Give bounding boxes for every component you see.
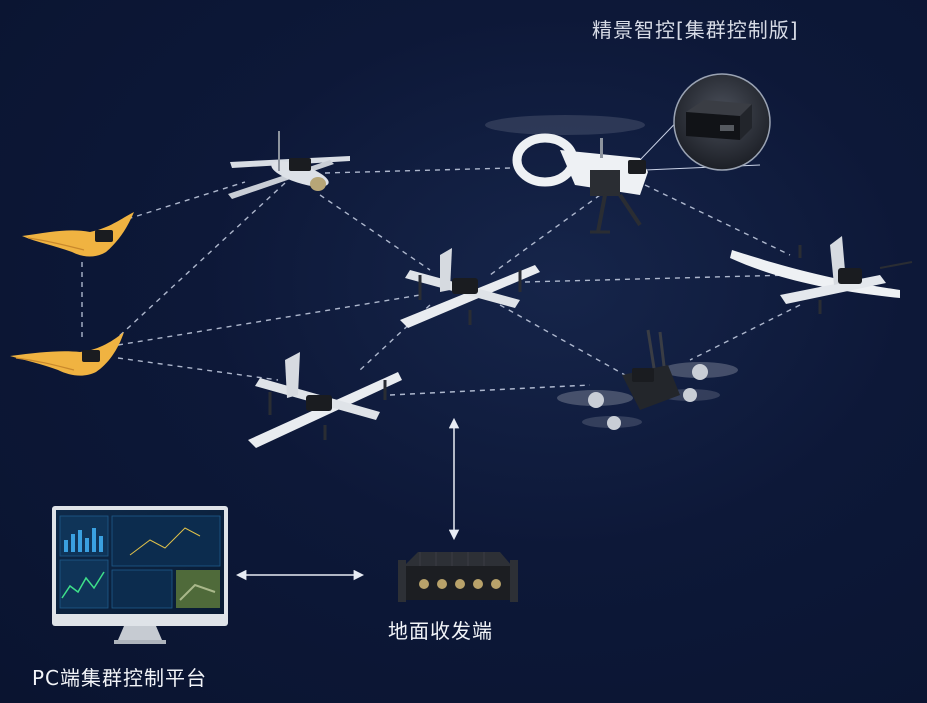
- link-munition-vtolcenter: [319, 194, 431, 271]
- vtol-right-icon: [730, 236, 913, 314]
- link-wingbottom-vtolcenter: [117, 294, 421, 346]
- ground-station-label: 地面收发端: [388, 619, 493, 643]
- flying-wing-bottom-icon: [10, 332, 124, 376]
- flying-wing-top-icon: [22, 212, 134, 257]
- link-wingtop-munition: [117, 181, 246, 223]
- quadcopter-icon: [557, 329, 738, 430]
- link-vtolbottom-quad: [389, 384, 591, 396]
- link-wingbottom-vtolbottom: [117, 357, 279, 381]
- pc-monitor-icon: [52, 506, 228, 644]
- loitering-munition-icon: [228, 131, 350, 199]
- diagram-title: 精景智控[集群控制版]: [592, 18, 799, 42]
- vtol-bottom-icon: [248, 352, 402, 448]
- link-tailsitter-vtolright: [644, 184, 791, 256]
- vtol-center-icon: [400, 248, 540, 328]
- ground-station-icon: [398, 552, 518, 602]
- pc-platform-label: PC端集群控制平台: [32, 666, 208, 690]
- link-vtolcenter-vtolright: [524, 274, 791, 283]
- link-vtolcenter-quad: [499, 304, 626, 376]
- swarm-links: [81, 167, 801, 396]
- link-munition-tailsitter: [324, 167, 511, 174]
- tail-sitter-icon: [485, 115, 648, 234]
- link-tailsitter-vtolcenter: [489, 194, 601, 276]
- link-vtolright-quad: [689, 304, 801, 361]
- module-zoom-callout: [639, 73, 771, 171]
- link-munition-wingbottom: [114, 182, 286, 341]
